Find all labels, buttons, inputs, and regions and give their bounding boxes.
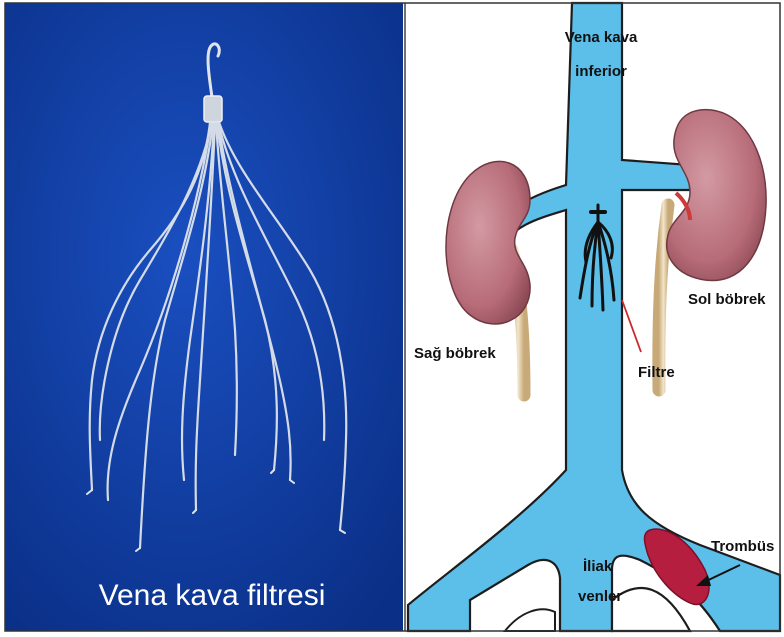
- left-panel: Vena kava filtresi: [5, 3, 403, 631]
- label-left-kidney: Sol böbrek: [688, 291, 766, 308]
- label-filter: Filtre: [638, 364, 675, 381]
- label-ivc-line2: inferior: [575, 63, 627, 80]
- label-iliac-line1: İliak: [583, 558, 613, 575]
- label-iliac-line2: venler: [578, 588, 622, 605]
- label-ivc-line1: Vena kava: [565, 29, 638, 46]
- label-right-kidney: Sağ böbrek: [414, 345, 496, 362]
- filter-hub: [204, 96, 222, 122]
- left-caption: Vena kava filtresi: [99, 579, 326, 612]
- label-thrombus: Trombüs: [711, 538, 774, 555]
- right-panel: Vena kava inferior Sağ böbrek Sol böbrek…: [406, 3, 780, 631]
